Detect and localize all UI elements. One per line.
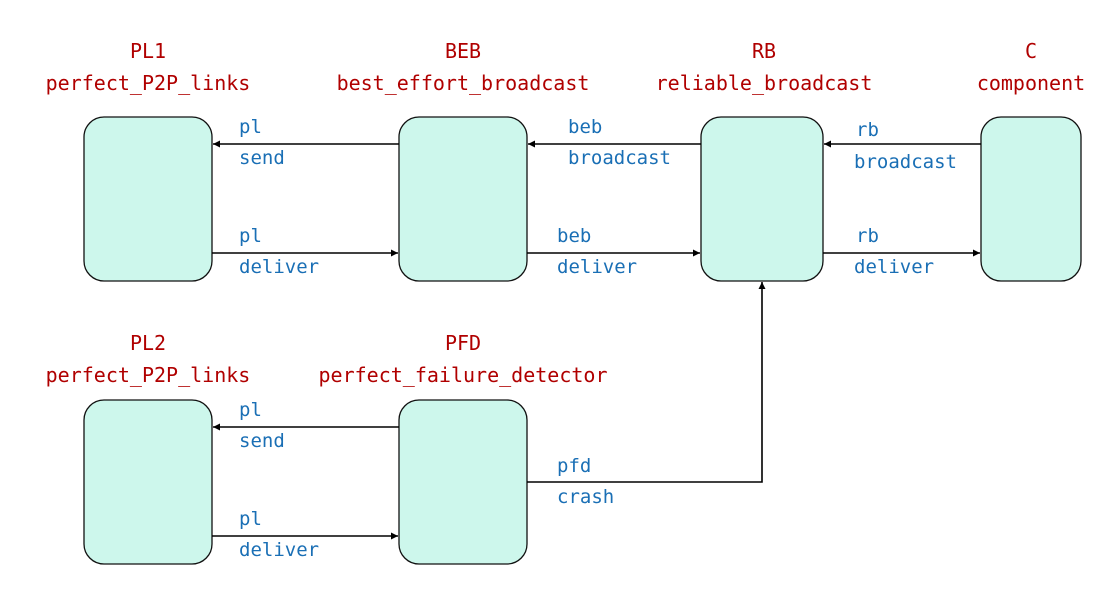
c-name: component [977,71,1085,95]
pl1-title: PL1 perfect_P2P_links [46,39,251,95]
pfd-to-pl2-send-label-bottom: send [239,430,285,452]
pl1-box [83,116,213,282]
pl1-abbr: PL1 [130,39,166,63]
rb-to-c-deliver-label-bottom: deliver [854,256,934,278]
pl1-to-beb-deliver-label-bottom: deliver [239,256,319,278]
pl2-to-pfd-deliver-label-top: pl [239,508,262,530]
c-title: C component [977,39,1085,95]
c-to-rb-broadcast-label-top: rb [856,119,879,141]
rb-name: reliable_broadcast [656,71,873,95]
beb-to-pl1-send-label-top: pl [239,116,262,138]
rb-to-beb-broadcast-label-top: beb [568,116,602,138]
pfd-to-rb-crash-arrow [527,282,766,483]
pl2-name: perfect_P2P_links [46,363,251,387]
rb-title: RB reliable_broadcast [656,39,873,95]
beb-box [398,116,528,282]
pfd-to-rb-crash-label-top: pfd [557,455,591,477]
beb-name: best_effort_broadcast [337,71,590,95]
pl2-abbr: PL2 [130,331,166,355]
rb-to-c-deliver-label-top: rb [856,225,879,247]
pl1-name: perfect_P2P_links [46,71,251,95]
rb-to-beb-broadcast-label-bottom: broadcast [568,147,671,169]
pfd-title: PFD perfect_failure_detector [319,331,608,387]
pfd-to-pl2-send-label-top: pl [239,399,262,421]
beb-to-pl1-send-label-bottom: send [239,147,285,169]
beb-to-rb-deliver-label-bottom: deliver [557,256,637,278]
c-abbr: C [1025,39,1037,63]
pl2-title: PL2 perfect_P2P_links [46,331,251,387]
pl2-box [83,399,213,565]
pl1-to-beb-deliver-label-top: pl [239,225,262,247]
pfd-to-rb-crash-label-bottom: crash [557,486,614,508]
pfd-box [398,399,528,565]
rb-abbr: RB [752,39,776,63]
c-box [980,116,1082,282]
rb-box [700,116,824,282]
pfd-abbr: PFD [445,331,481,355]
beb-abbr: BEB [445,39,481,63]
pl2-to-pfd-deliver-label-bottom: deliver [239,539,319,561]
beb-title: BEB best_effort_broadcast [337,39,590,95]
beb-to-rb-deliver-label-top: beb [557,225,591,247]
c-to-rb-broadcast-label-bottom: broadcast [854,151,957,173]
pfd-name: perfect_failure_detector [319,363,608,387]
